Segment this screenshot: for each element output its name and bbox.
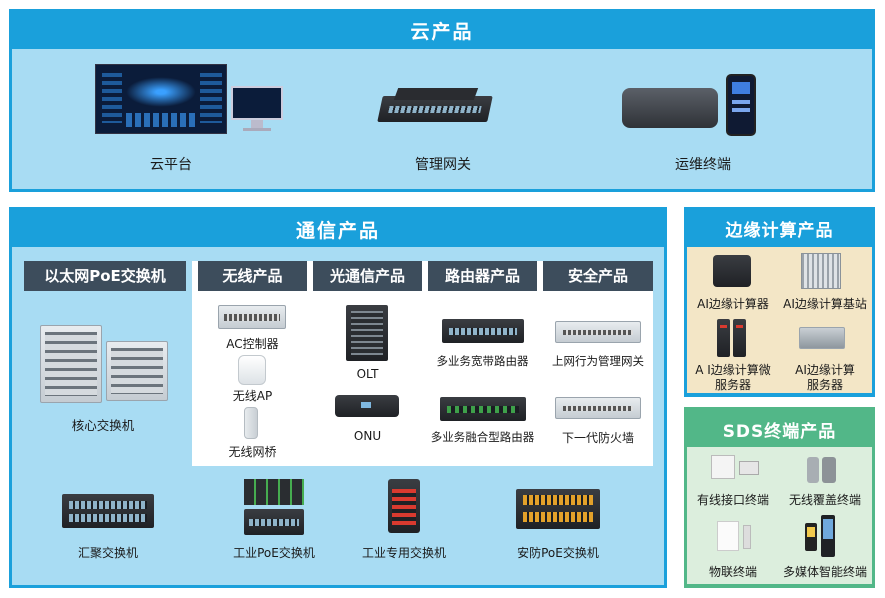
col-wireless: 无线产品 AC控制器 无线AP 无线网桥 [198,261,307,466]
olt-image [346,305,388,361]
converged-router-label: 多业务融合型路由器 [430,430,535,444]
edge-server-image [799,327,845,349]
edge-section: 边缘计算产品 AI边缘计算器 AI边缘计算基站 A I边缘计算微 服务器 AI边… [684,207,875,397]
core-switch-image [40,325,170,405]
edge-micro-server-image [717,319,747,359]
ac-controller-image [218,305,286,329]
wired-terminal-image [711,455,759,481]
cloud-platform-label: 云平台 [150,157,192,173]
col-security-header: 安全产品 [543,261,653,291]
col-optical-header: 光通信产品 [313,261,422,291]
edge-content: AI边缘计算器 AI边缘计算基站 A I边缘计算微 服务器 AI边缘计算 服务器 [687,247,872,393]
iot-terminal-label: 物联终端 [708,565,757,579]
wireless-terminal-image [807,455,837,485]
converged-router-image [440,397,526,421]
wireless-ap-image [238,355,266,385]
wireless-ap-label: 无线AP [232,389,273,403]
iot-terminal-image [717,519,753,555]
edge-computer-image [713,255,751,287]
broadband-router-image [442,319,524,343]
multimedia-terminal-label: 多媒体智能终端 [782,565,867,579]
olt-label: OLT [356,367,379,381]
ops-terminal-label: 运维终端 [675,157,731,173]
sds-content: 有线接口终端 无线覆盖终端 物联终端 多媒体智能终端 [687,447,872,584]
edge-base-station-label: AI边缘计算基站 [783,297,867,311]
cloud-title: 云产品 [410,21,474,43]
security-poe-switch-label: 安防PoE交换机 [517,546,599,560]
firewall-image [555,397,641,419]
sds-title: SDS终端产品 [722,422,837,442]
col-wireless-header: 无线产品 [198,261,307,291]
edge-server-label: AI边缘计算 [795,363,855,377]
wireless-terminal-label: 无线覆盖终端 [788,493,861,507]
industrial-dedicated-switch-label: 工业专用交换机 [361,546,446,560]
behavior-gateway-label: 上网行为管理网关 [552,354,644,368]
sds-section: SDS终端产品 有线接口终端 无线覆盖终端 物联终端 多媒体智能终端 [684,407,875,588]
aggregation-switch-label: 汇聚交换机 [77,546,138,560]
cloud-section: 云产品 云平台 管理网关 [9,9,875,192]
onu-image [335,395,399,417]
management-gateway-label: 管理网关 [415,157,471,173]
comm-title: 通信产品 [295,220,380,242]
col-router-header: 路由器产品 [428,261,537,291]
wireless-bridge-image [244,407,258,439]
edge-computer-label: AI边缘计算器 [697,297,769,311]
cloud-content: 云平台 管理网关 运维终端 [12,49,872,189]
behavior-gateway-image [555,321,641,343]
edge-base-station-image [801,253,841,289]
col-router: 路由器产品 多业务宽带路由器 多业务融合型路由器 [428,261,537,466]
comm-section: 通信产品 以太网PoE交换机 核心交换机 无线产品 AC控制器 无线AP 无线网… [9,207,667,588]
multimedia-terminal-image [805,515,841,559]
col-ethernet-header: 以太网PoE交换机 [24,261,186,291]
comm-content: 以太网PoE交换机 核心交换机 无线产品 AC控制器 无线AP 无线网桥 光通信… [12,247,664,585]
edge-micro-server-label: A I边缘计算微 [695,363,771,377]
aggregation-switch-image [62,494,154,528]
onu-label: ONU [353,429,382,443]
edge-micro-server-label-2: 服务器 [714,378,751,392]
edge-title: 边缘计算产品 [725,221,834,241]
wired-terminal-label: 有线接口终端 [696,493,769,507]
col-security: 安全产品 上网行为管理网关 下一代防火墙 [543,261,653,466]
edge-server-label-2: 服务器 [806,378,843,392]
ops-terminal-image [622,74,762,139]
col-optical: 光通信产品 OLT ONU [313,261,422,466]
security-poe-switch-image [516,489,600,529]
ac-controller-label: AC控制器 [226,337,279,351]
core-switch-label: 核心交换机 [71,418,135,433]
management-gateway-image [377,84,493,134]
firewall-label: 下一代防火墙 [561,431,634,445]
broadband-router-label: 多业务宽带路由器 [436,354,529,368]
industrial-dedicated-switch-image [388,479,420,533]
industrial-poe-switch-image [244,479,304,537]
wireless-bridge-label: 无线网桥 [228,445,277,459]
industrial-poe-switch-label: 工业PoE交换机 [233,546,315,560]
cloud-platform-image [95,64,287,140]
